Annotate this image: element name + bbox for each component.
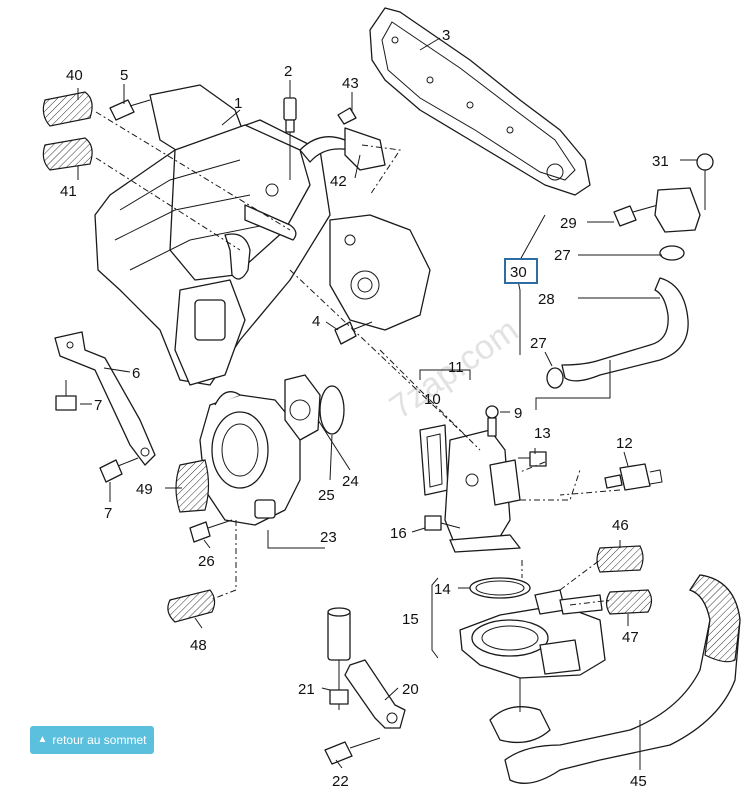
callout-25: 25 [318,487,335,504]
callout-30-highlighted[interactable]: 30 [504,258,538,284]
callout-47: 47 [622,629,639,646]
bolt-part-5 [109,99,151,121]
hose-part-45 [504,574,741,784]
callout-28: 28 [538,291,555,308]
sleeve-part-40 [42,91,93,127]
callout-10: 10 [424,391,441,408]
gasket-part-24 [284,374,321,441]
callout-14: 14 [434,581,451,598]
spacer-part-21 [327,607,351,710]
callout-16: 16 [390,525,407,542]
assembly-lines [95,111,621,606]
callout-31: 31 [652,153,669,170]
gasket-part-10 [419,424,449,496]
bolt-part-16 [424,515,461,531]
callout-2: 2 [284,63,292,80]
bolt-part-29 [613,204,659,227]
bolt-part-7-upper [55,380,77,411]
callout-7-upper: 7 [94,397,102,414]
callout-49: 49 [136,481,153,498]
callout-46: 46 [612,517,629,534]
callout-27-upper: 27 [554,247,571,264]
callout-40: 40 [66,67,83,84]
callout-23: 23 [320,529,337,546]
housing-part-11 [444,429,521,553]
sleeve-part-48 [167,589,216,623]
callout-22: 22 [332,773,349,790]
bleed-screw-part-9 [485,405,499,437]
callout-4: 4 [312,313,320,330]
sleeve-part-46 [596,545,644,573]
callout-30: 30 [510,264,527,281]
sleeve-part-47 [605,589,653,615]
bolt-part-22 [324,737,381,765]
callout-27-lower: 27 [530,335,547,352]
bracket-part-6 [54,331,156,466]
chevron-up-icon: ▲ [37,734,48,745]
callout-15: 15 [402,611,419,628]
callout-48: 48 [190,637,207,654]
callout-7-lower: 7 [104,505,112,522]
screw-part-31 [696,153,714,210]
callout-42: 42 [330,173,347,190]
leader-lines [77,37,698,770]
bolt-part-7-lower [99,457,139,483]
callout-29: 29 [560,215,577,232]
bolt-part-4 [334,321,373,345]
callout-9: 9 [514,405,522,422]
clamp-part-27-upper [659,245,685,261]
hose-part-28 [561,277,689,382]
callout-24: 24 [342,473,359,490]
back-to-top-label: retour au sommet [52,733,147,747]
callout-41: 41 [60,183,77,200]
sleeve-part-49 [175,459,210,513]
egr-cooler-part-1 [94,84,431,386]
callout-43: 43 [342,75,359,92]
oring-part-25 [319,385,345,435]
callout-21: 21 [298,681,315,698]
egr-valve-part-23 [199,391,301,526]
back-to-top-button[interactable]: ▲ retour au sommet [30,726,154,754]
pressure-sensor [654,187,701,233]
callout-3: 3 [442,27,450,44]
callout-6: 6 [132,365,140,382]
gasket-part-3 [369,7,591,196]
callout-13: 13 [534,425,551,442]
callout-11: 11 [448,359,464,376]
clamp-part-27-lower [546,367,564,389]
oring-part-14 [469,577,531,599]
callout-labels: 40 5 2 1 43 3 41 42 31 29 27 30 28 4 6 7… [60,27,669,790]
thermostat-part-15 [459,589,606,744]
callout-1: 1 [234,95,242,112]
callout-20: 20 [402,681,419,698]
bolt-part-26 [189,519,233,543]
callout-26: 26 [198,553,215,570]
callout-45: 45 [630,773,647,790]
bracket-part-20 [344,659,406,729]
callout-12: 12 [616,435,633,452]
temp-sensor-part-12 [604,463,663,491]
bolt-part-13 [518,451,547,467]
sleeve-part-41 [42,137,93,171]
callout-5: 5 [120,67,128,84]
